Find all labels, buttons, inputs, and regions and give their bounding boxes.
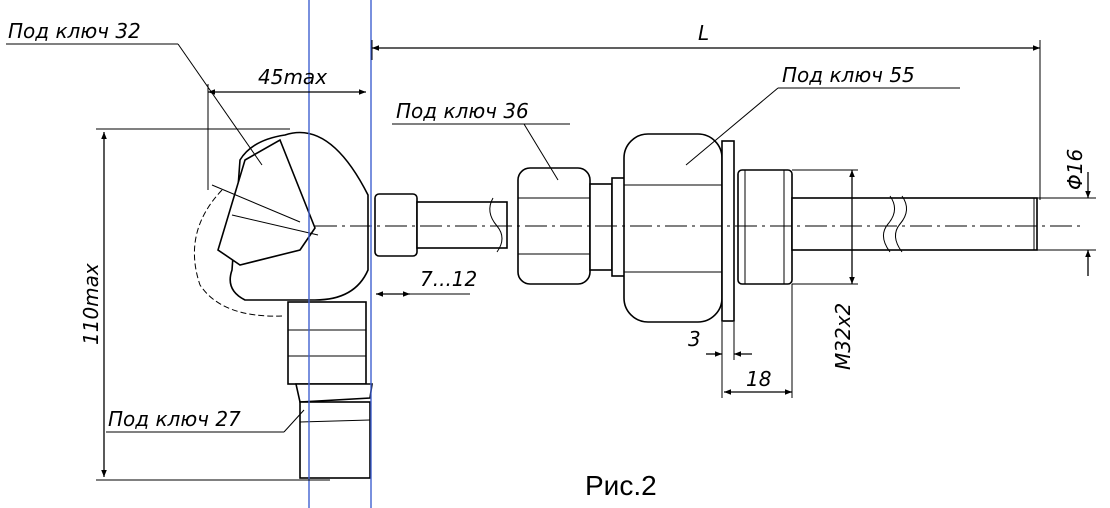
label-wrench-55: Под ключ 55	[782, 63, 915, 87]
dim-thread: M32x2	[831, 303, 855, 370]
dim-diameter: Φ16	[1063, 149, 1087, 190]
nut-55	[623, 133, 723, 323]
thread-fitting	[737, 169, 793, 285]
cable-gland	[287, 301, 373, 479]
label-wrench-32: Под ключ 32	[8, 19, 141, 43]
cap-chain	[193, 189, 283, 317]
dim-thread-length: 18	[746, 367, 771, 391]
label-wrench-36: Под ключ 36	[396, 99, 529, 123]
dim-insertion: 7...12	[420, 267, 477, 291]
neck	[374, 193, 508, 257]
dim-length: L	[698, 21, 709, 45]
figure-caption: Рис.2	[585, 470, 657, 501]
dim-height: 110max	[79, 263, 103, 345]
protective-tube	[791, 195, 1038, 253]
dim-head-width: 45max	[258, 65, 327, 89]
terminal-head	[211, 131, 369, 301]
label-wrench-27: Под ключ 27	[108, 407, 241, 431]
dim-flange-thickness: 3	[688, 327, 701, 351]
